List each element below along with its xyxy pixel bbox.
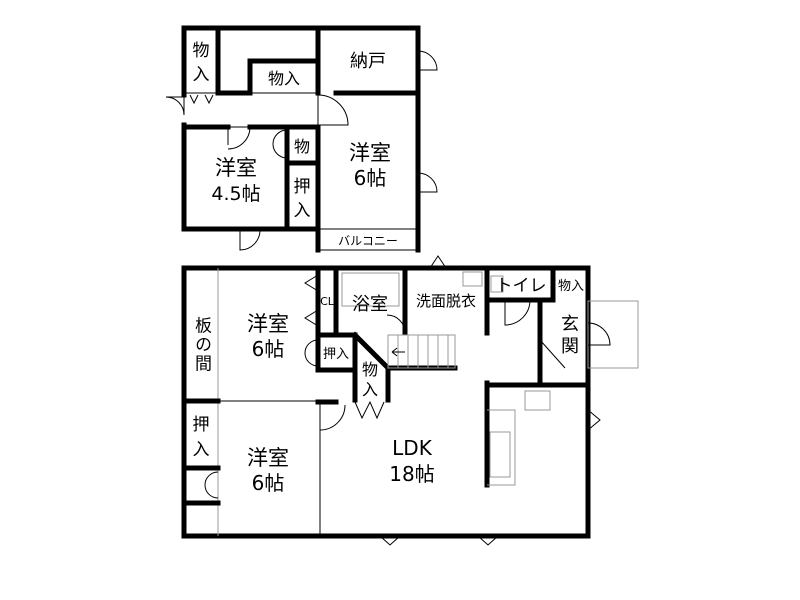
label-storage-stairs-2: 入 — [362, 380, 378, 399]
label-entrance-2: 関 — [561, 336, 579, 357]
label-oshiire-1: 押 — [294, 177, 311, 197]
label-room-6-name: 洋室 — [349, 141, 391, 165]
toilet-fixture — [490, 275, 504, 293]
porch — [587, 300, 639, 369]
lower-floor: 板の間 洋室 6帖 洋室 6帖 押 入 CL 浴室 洗面脱衣 トイレ 物入 玄 … — [181, 255, 639, 546]
label-toilet: トイレ — [496, 276, 547, 296]
label-nando: 納戸 — [350, 51, 386, 72]
label-ldk-name: LDK — [392, 436, 433, 460]
label-cl: CL — [320, 295, 335, 308]
label-room-a-size: 6帖 — [252, 337, 285, 361]
upper-doors — [165, 50, 438, 251]
kitchen-counter — [487, 409, 516, 486]
bathtub — [341, 272, 400, 307]
stairs — [387, 334, 456, 369]
lower-doors — [204, 255, 611, 546]
label-storage-left-1: 物 — [193, 41, 210, 61]
label-room-b-name: 洋室 — [247, 446, 289, 470]
label-ldk-size: 18帖 — [389, 462, 434, 486]
label-oshiire-left-1: 押 — [193, 415, 210, 435]
label-room-45-size: 4.5帖 — [211, 183, 260, 205]
upper-walls — [181, 25, 421, 232]
label-room-a-name: 洋室 — [247, 312, 289, 336]
label-oshiire-mid: 押入 — [323, 347, 349, 362]
label-oshiire-2: 入 — [294, 201, 311, 221]
label-room-45-name: 洋室 — [215, 156, 257, 180]
label-entrance-1: 玄 — [561, 314, 579, 335]
label-storage-left-2: 入 — [193, 65, 210, 85]
label-washroom: 洗面脱衣 — [416, 292, 476, 310]
kitchen-sink — [489, 431, 511, 478]
label-storage-stairs-1: 物 — [362, 360, 378, 379]
sink — [462, 271, 483, 287]
label-closet-small: 物 — [294, 137, 310, 156]
label-room-b-size: 6帖 — [252, 471, 285, 495]
label-oshiire-left-2: 入 — [193, 440, 210, 460]
label-room-6-size: 6帖 — [354, 166, 387, 190]
label-storage-right: 物入 — [558, 279, 584, 294]
upper-floor: 物 入 物入 納戸 洋室 4.5帖 洋室 6帖 物 押 入 バルコニー — [165, 25, 438, 253]
label-balcony: バルコニー — [338, 234, 398, 248]
label-itanoma: 板の間 — [191, 316, 212, 373]
label-storage-inner: 物入 — [268, 69, 300, 88]
label-bath: 浴室 — [352, 294, 388, 315]
stove — [524, 390, 551, 411]
